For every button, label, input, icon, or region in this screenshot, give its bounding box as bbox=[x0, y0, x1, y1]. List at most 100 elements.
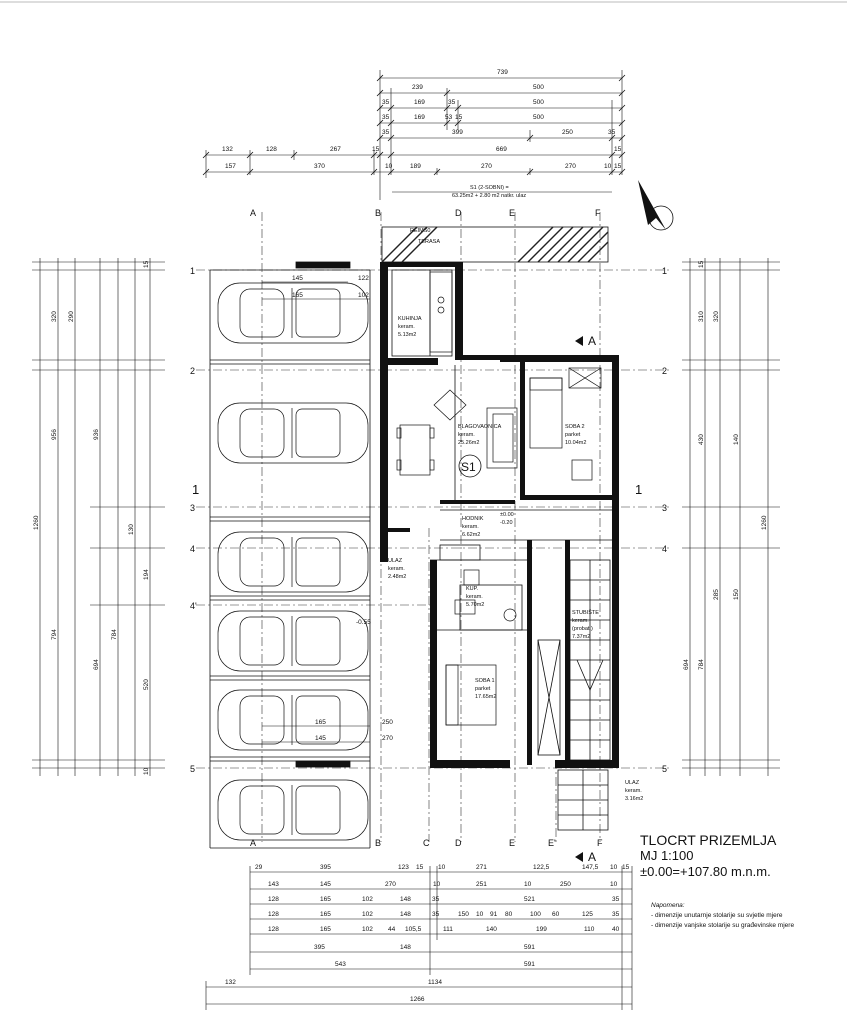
dim-bot-150: 150 bbox=[458, 911, 469, 918]
dim-bot-102a: 102 bbox=[362, 896, 373, 903]
dim-bot-543: 543 bbox=[335, 961, 346, 968]
section-mark-A-top: A bbox=[588, 334, 596, 348]
dim-top-189: 189 bbox=[410, 163, 421, 170]
dim-left-784: 784 bbox=[111, 629, 118, 640]
dim-right-150: 150 bbox=[733, 589, 740, 600]
dim-top-250: 250 bbox=[562, 129, 573, 136]
unit-area-note: S1 (2-SOBNI) = 63.25m2 + 2.80 m2 natkr. … bbox=[392, 185, 612, 199]
dim-bot-110: 110 bbox=[584, 926, 595, 933]
furniture bbox=[396, 271, 602, 726]
room-kup-name: KUP. bbox=[466, 586, 479, 592]
terrace-hatch: REIMS0 TERASA bbox=[381, 226, 609, 263]
car-5-icon bbox=[217, 689, 369, 751]
dim-right-320: 320 bbox=[713, 311, 720, 322]
dim-bot-35a: 35 bbox=[432, 896, 440, 903]
washbasin-icon bbox=[454, 599, 476, 615]
kitchen-counter-icon bbox=[429, 271, 453, 353]
bottom-dimension-labels: 29 395 123 15 10 271 122,5 147,5 10 15 1… bbox=[225, 864, 630, 1003]
dim-bot-122: 122,5 bbox=[533, 864, 550, 871]
dim-bot-148a: 148 bbox=[400, 896, 411, 903]
dim-top-53: 53 bbox=[445, 114, 453, 121]
dim-left-694: 694 bbox=[93, 659, 100, 670]
axis-col-E-top: E bbox=[509, 208, 515, 218]
dim-bot-148c: 148 bbox=[400, 944, 411, 951]
room-stubiste-l3: 7.37m2 bbox=[572, 634, 590, 640]
dim-bot-395: 395 bbox=[320, 864, 331, 871]
sofa-icon bbox=[486, 407, 518, 469]
dim-bot-147: 147,5 bbox=[582, 864, 599, 871]
dim-bot-125: 125 bbox=[582, 911, 593, 918]
room-kup-l2: 5.70m2 bbox=[466, 602, 484, 608]
axis-col-A-top: A bbox=[250, 208, 256, 218]
dim-bot-591a: 591 bbox=[524, 944, 535, 951]
dim-bot-105: 105,5 bbox=[405, 926, 422, 933]
dim-bot-10c: 10 bbox=[433, 881, 441, 888]
dim-bot-44: 44 bbox=[388, 926, 396, 933]
section-mark-A-bottom: A bbox=[588, 850, 596, 864]
dim-top-239: 239 bbox=[412, 84, 423, 91]
dim-park-122: 122 bbox=[358, 275, 369, 282]
dim-park-250: 250 bbox=[382, 719, 393, 726]
dim-bot-111: 111 bbox=[443, 926, 453, 933]
room-ulaz-l2: 2.48m2 bbox=[388, 574, 406, 580]
room-kuhinja-name: KUHINJA bbox=[398, 316, 422, 322]
axis-col-F-top: F bbox=[595, 208, 601, 218]
dim-top-15a: 15 bbox=[455, 114, 463, 121]
drawing-scale: MJ 1:100 bbox=[640, 848, 694, 863]
axis-row-1-right: 1 bbox=[662, 266, 667, 276]
dim-left-794: 794 bbox=[51, 629, 58, 640]
car-1-icon bbox=[217, 282, 369, 344]
dim-bot-60: 60 bbox=[552, 911, 560, 918]
notes-heading: Napomena: bbox=[651, 902, 685, 909]
dim-bot-102b: 102 bbox=[362, 911, 373, 918]
dim-bot-143: 143 bbox=[268, 881, 279, 888]
dim-top-35c: 35 bbox=[382, 114, 390, 121]
dim-bot-132: 132 bbox=[225, 979, 236, 986]
dim-bot-165c: 165 bbox=[320, 926, 331, 933]
dim-top-10b: 10 bbox=[604, 163, 612, 170]
room-blagovaonica-l2: 25.26m2 bbox=[458, 440, 479, 446]
dim-bot-1134: 1134 bbox=[428, 979, 442, 986]
dim-bot-521a: 521 bbox=[524, 896, 535, 903]
car-3-icon bbox=[217, 531, 369, 593]
dim-bot-29: 29 bbox=[255, 864, 263, 871]
area-note-line-2: 63.25m2 + 2.80 m2 natkr. ulaz bbox=[452, 193, 526, 199]
dim-right-15: 15 bbox=[698, 260, 705, 268]
axis-row-2-right: 2 bbox=[662, 366, 667, 376]
dim-top-500b: 500 bbox=[533, 99, 544, 106]
dim-top-35e: 35 bbox=[608, 129, 616, 136]
bottom-dimension-chains bbox=[205, 866, 633, 1010]
room-hodnik-name: HODNIK bbox=[462, 516, 484, 522]
dim-bot-10f: 10 bbox=[476, 911, 484, 918]
room-soba1-l2: 17.65m2 bbox=[475, 694, 496, 700]
dim-bot-251: 251 bbox=[476, 881, 487, 888]
room-soba2-name: SOBA 2 bbox=[565, 424, 585, 430]
dim-top-399: 399 bbox=[452, 129, 463, 136]
axis-col-B-bottom: B bbox=[375, 838, 381, 848]
room-soba2-l1: parket bbox=[565, 432, 581, 438]
axis-row-2-left: 2 bbox=[190, 366, 195, 376]
dim-bot-10d: 10 bbox=[524, 881, 532, 888]
dim-top-15d: 15 bbox=[614, 163, 622, 170]
room-stubiste-l1: keram. bbox=[572, 618, 589, 624]
section-arrow-top-icon bbox=[575, 336, 583, 346]
dim-right-1260: 1260 bbox=[761, 515, 768, 530]
dim-top-739: 739 bbox=[497, 69, 508, 76]
axis-row-3-left: 3 bbox=[190, 503, 195, 513]
dim-bot-140: 140 bbox=[486, 926, 497, 933]
dim-top-35d: 35 bbox=[382, 129, 390, 136]
room-hodnik-l1: keram. bbox=[462, 524, 479, 530]
building-walls bbox=[380, 262, 619, 768]
dim-left-936: 936 bbox=[93, 429, 100, 440]
dim-top-10a: 10 bbox=[385, 163, 393, 170]
level-marker-hall: ±0.00 bbox=[500, 512, 514, 518]
dim-top-35b: 35 bbox=[448, 99, 456, 106]
top-dimension-ticks bbox=[202, 74, 626, 176]
room-kup-l1: keram. bbox=[466, 594, 483, 600]
room-ulaz2-name: ULAZ bbox=[625, 780, 640, 786]
unit-label: S1 bbox=[458, 454, 482, 478]
dim-bot-1266: 1266 bbox=[410, 996, 425, 1003]
dim-bot-91: 91 bbox=[490, 911, 498, 918]
dim-top-15c: 15 bbox=[614, 146, 622, 153]
